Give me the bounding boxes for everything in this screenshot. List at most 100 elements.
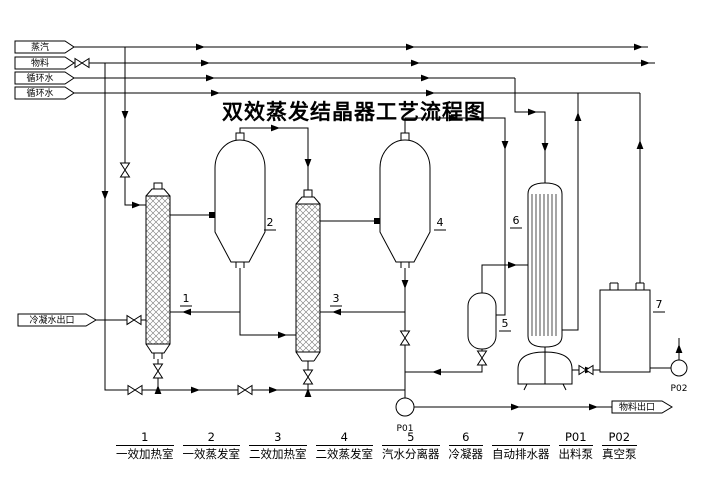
condensate-receiver — [517, 351, 573, 391]
valve-icon — [400, 330, 410, 346]
flow-arrow-icon — [432, 368, 441, 376]
vessel-4-evaporation-chamber — [374, 132, 431, 268]
tag-3: 3 — [333, 292, 340, 305]
legend-name: 汽水分离器 — [382, 447, 440, 462]
pump-P01 — [395, 397, 415, 417]
tag-4: 4 — [437, 216, 444, 229]
legend-tag: 1 — [116, 430, 174, 447]
tag-1: 1 — [183, 292, 190, 305]
flow-arrow-icon — [589, 403, 598, 411]
stream-flags — [14, 40, 673, 414]
flag-material-outlet — [611, 400, 673, 414]
legend-name: 一效加热室 — [116, 447, 174, 462]
legend-name: 二效加热室 — [249, 447, 307, 462]
flow-arrow-icon — [511, 403, 520, 411]
tag-7: 7 — [656, 298, 663, 311]
flow-arrow-icon — [201, 59, 210, 67]
legend-tag: P01 — [558, 430, 593, 447]
flow-arrow-icon — [182, 308, 191, 316]
tag-2: 2 — [267, 216, 274, 229]
flow-arrow-icon — [501, 141, 509, 150]
tag-P01: P01 — [397, 424, 414, 434]
flow-arrow-icon — [641, 59, 650, 67]
legend-item: 7 自动排水器 — [492, 430, 550, 462]
diagram-title: 双效蒸发结晶器工艺流程图 — [222, 99, 486, 124]
legend-item: 5 汽水分离器 — [382, 430, 440, 462]
flow-arrow-icon — [634, 43, 643, 51]
vessel-5-separator — [467, 292, 497, 350]
flow-arrow-icon — [574, 112, 582, 121]
flow-arrow-icon — [675, 344, 683, 353]
legend-item: 3 二效加热室 — [249, 430, 307, 462]
nozzle-square — [209, 212, 215, 218]
legend-tag: P02 — [602, 430, 637, 447]
valve-icon — [578, 365, 594, 375]
legend-item: P02 真空泵 — [602, 430, 637, 461]
stream-label-cooling-water-2: 循环水 — [26, 87, 53, 99]
legend-tag: 2 — [182, 430, 240, 447]
flag-material — [14, 56, 75, 70]
stream-label-steam: 蒸汽 — [31, 41, 49, 53]
legend-tag: 6 — [448, 430, 483, 447]
nozzle-square — [374, 218, 380, 224]
valve-icon — [477, 350, 487, 366]
vessel-7-auto-drainer — [599, 282, 651, 373]
legend-name: 一效蒸发室 — [182, 447, 241, 462]
legend-item: 6 冷凝器 — [448, 430, 484, 462]
flow-arrow-icon — [206, 74, 215, 82]
equipment-tags: 1 2 3 4 5 6 7 P01 P02 — [180, 214, 687, 434]
flow-arrow-icon — [304, 159, 312, 168]
valve-icon — [74, 58, 90, 68]
condensate-outlet-label: 冷凝水出口 — [29, 314, 74, 326]
valve-icon — [120, 162, 130, 178]
flag-cooling-water-1 — [14, 71, 75, 85]
flow-arrow-icon — [269, 386, 278, 394]
vessel-3-heating-chamber — [295, 189, 321, 362]
pump-P02 — [670, 359, 688, 377]
legend-item: P01 出料泵 — [558, 430, 594, 462]
flow-arrow-icon — [332, 308, 341, 316]
flow-arrow-icon — [406, 43, 415, 51]
valve-icon — [127, 385, 143, 395]
flow-arrow-icon — [196, 43, 205, 51]
flow-arrow-icon — [304, 388, 312, 397]
legend-item: 2 一效蒸发室 — [182, 430, 241, 462]
vessel-1-heating-chamber — [145, 182, 171, 359]
flow-arrow-icon — [541, 143, 549, 152]
condenser-tube-bundle — [531, 194, 557, 336]
flow-arrow-icon — [411, 59, 420, 67]
legend-tag: 4 — [315, 430, 373, 447]
tag-6: 6 — [513, 214, 520, 227]
flow-arrow-icon — [528, 108, 537, 116]
flow-arrow-icon — [132, 201, 141, 209]
vessel-6-condenser — [527, 182, 563, 348]
flow-arrow-icon — [421, 74, 430, 82]
flow-arrow-icon — [278, 331, 287, 339]
flow-arrow-icon — [121, 111, 129, 120]
stream-label-cooling-water-1: 循环水 — [26, 72, 53, 84]
valve-icon — [153, 363, 163, 379]
legend-item: 4 二效蒸发室 — [315, 430, 374, 462]
legend-name: 自动排水器 — [492, 447, 550, 462]
material-outlet-label: 物料出口 — [619, 401, 655, 413]
flag-cooling-water-2 — [14, 86, 75, 100]
tag-underlines — [180, 227, 665, 332]
legend-tag: 3 — [249, 430, 307, 447]
flow-arrow-icon — [401, 280, 409, 289]
legend-tag: 7 — [492, 430, 550, 447]
flow-arrow-icon — [101, 191, 109, 200]
flag-condensate-outlet — [17, 313, 97, 327]
legend-name: 二效蒸发室 — [315, 447, 374, 462]
legend-item: 1 一效加热室 — [116, 430, 174, 462]
flag-steam — [14, 40, 75, 54]
vessel-2-evaporation-chamber — [209, 132, 266, 268]
tag-5: 5 — [502, 317, 509, 330]
legend-name: 冷凝器 — [448, 447, 484, 462]
flow-arrow-icon — [636, 140, 644, 149]
tag-P02: P02 — [671, 384, 688, 394]
legend-tag: 5 — [382, 430, 440, 447]
legend-name: 出料泵 — [558, 447, 594, 462]
valve-icon — [303, 369, 313, 385]
flow-arrow-icon — [211, 89, 220, 97]
